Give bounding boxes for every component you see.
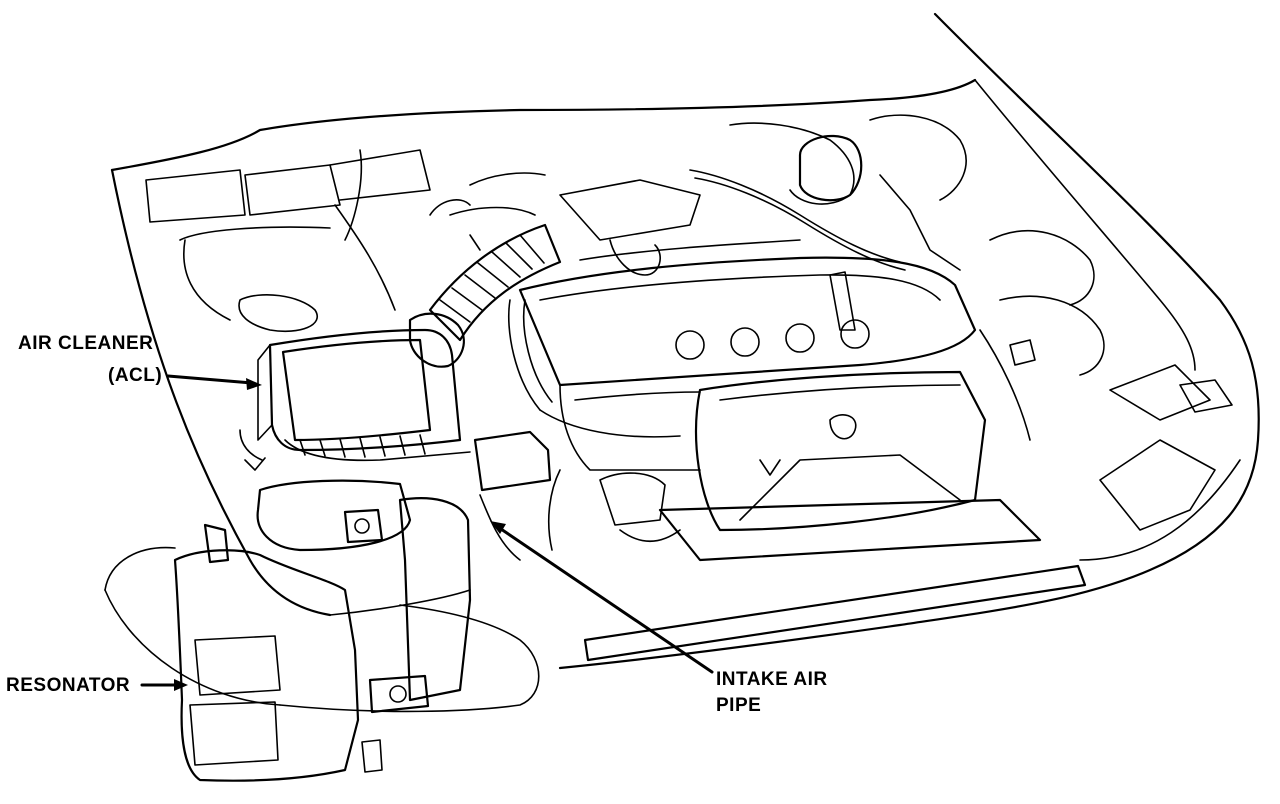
body-outline — [110, 12, 1260, 670]
intake-air-pipe-label-line2: PIPE — [716, 695, 762, 716]
hoses-wiring — [449, 114, 1105, 441]
engine-block — [518, 256, 1042, 562]
air-cleaner-abbr-label: (ACL) — [108, 365, 163, 386]
engine-details — [429, 199, 1233, 561]
intake-air-pipe-label-line1: INTAKE AIR — [716, 669, 828, 690]
resonator-assembly — [104, 479, 540, 782]
leader-lines — [140, 374, 714, 691]
air-cleaner-label: AIR CLEANER — [18, 333, 154, 354]
resonator-label: RESONATOR — [6, 675, 131, 696]
radiator-support — [145, 149, 431, 333]
intake-duct — [408, 223, 562, 368]
air-cleaner-housing — [239, 328, 552, 492]
